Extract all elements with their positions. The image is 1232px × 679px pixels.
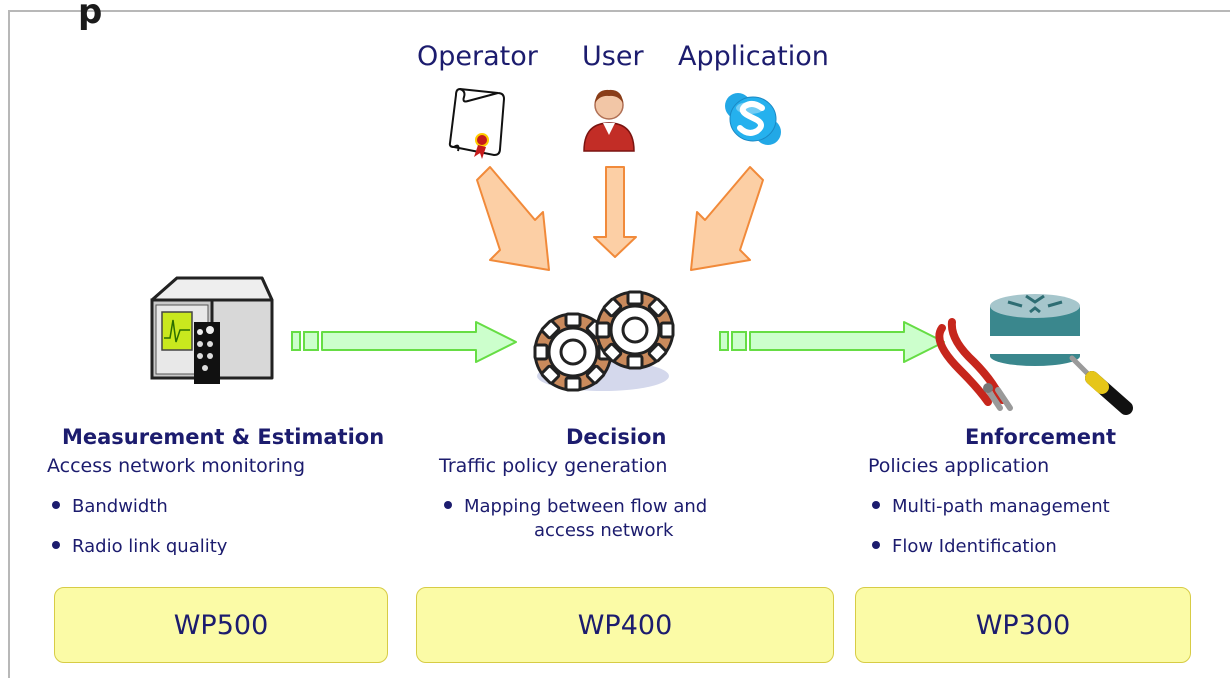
enforcement-bullet: Flow Identification	[872, 535, 1057, 555]
skype-icon	[725, 93, 781, 145]
measurement-device-icon	[150, 276, 274, 384]
actor-label-application: Application	[678, 41, 829, 72]
arrow-user-to-decision	[593, 166, 637, 258]
arrow-measurement-to-decision	[291, 321, 517, 363]
wp500-box: WP500	[54, 587, 388, 663]
decision-bullet-line2: access network	[534, 520, 674, 541]
arrow-operator-to-decision	[476, 166, 550, 271]
gears-icon	[533, 290, 675, 392]
decision-bullet: Mapping between flow and access network	[444, 495, 707, 543]
enforcement-bullet-label: Flow Identification	[892, 536, 1057, 555]
enforcement-title: Enforcement	[965, 425, 1117, 449]
slide-frame: p	[8, 0, 1230, 678]
measurement-bullet: Radio link quality	[52, 535, 227, 555]
decision-title: Decision	[566, 425, 667, 449]
bullet-dot	[444, 501, 452, 509]
enforcement-subtitle: Policies application	[868, 455, 1050, 477]
arrow-decision-to-enforcement	[719, 321, 945, 363]
actor-label-user: User	[582, 41, 644, 72]
measurement-title: Measurement & Estimation	[62, 425, 385, 449]
router-tools-icon	[935, 294, 1133, 415]
bullet-dot	[872, 501, 880, 509]
enforcement-bullet-label: Multi-path management	[892, 496, 1110, 517]
enforcement-bullet: Multi-path management	[872, 495, 1110, 519]
measurement-bullet: Bandwidth	[52, 495, 168, 519]
actor-label-operator: Operator	[417, 41, 538, 72]
user-icon	[583, 89, 635, 152]
arrow-application-to-decision	[690, 166, 764, 271]
measurement-bullet-label: Radio link quality	[72, 536, 228, 555]
measurement-bullet-label: Bandwidth	[72, 496, 168, 517]
bullet-dot	[872, 541, 880, 549]
wp400-box: WP400	[416, 587, 834, 663]
wp300-box: WP300	[855, 587, 1191, 663]
bullet-dot	[52, 501, 60, 509]
measurement-subtitle: Access network monitoring	[47, 455, 306, 477]
bullet-dot	[52, 541, 60, 549]
slide-title-fragment: p	[78, 0, 103, 32]
decision-subtitle: Traffic policy generation	[439, 455, 668, 477]
decision-bullet-line1: Mapping between flow and	[464, 496, 708, 517]
certificate-icon	[448, 87, 506, 159]
